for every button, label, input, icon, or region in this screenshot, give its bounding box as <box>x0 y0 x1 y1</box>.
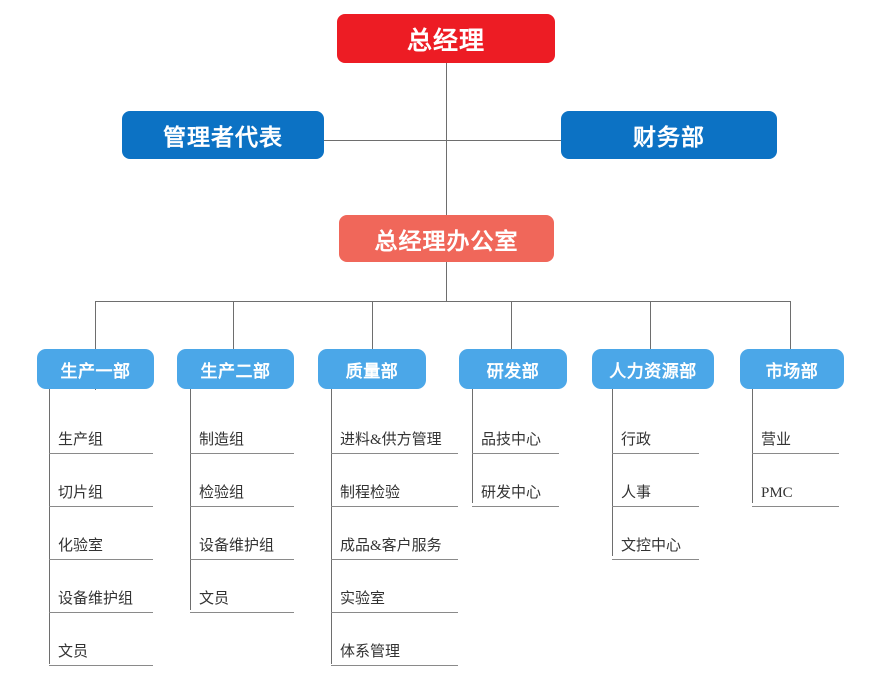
node-department-6[interactable]: 市场部 <box>740 349 844 389</box>
leaf-label: 生产组 <box>58 432 104 448</box>
node-department-4-label: 研发部 <box>486 361 540 381</box>
connector-drop-dept-5 <box>650 301 651 349</box>
leaf-dept-6-item-2[interactable]: PMC <box>752 454 839 507</box>
leaf-dept-3-item-1[interactable]: 进料&供方管理 <box>331 401 458 454</box>
leaf-label: 营业 <box>761 432 792 448</box>
node-management-representative[interactable]: 管理者代表 <box>122 111 324 159</box>
leaf-label: 人事 <box>621 485 652 501</box>
leaf-dept-3-item-2[interactable]: 制程检验 <box>331 454 458 507</box>
connector-department-bus <box>95 301 791 302</box>
leaf-label: 行政 <box>621 432 652 448</box>
leaf-label: PMC <box>761 485 793 501</box>
connector-rail-dept-4 <box>472 389 473 503</box>
connector-drop-dept-1 <box>95 301 96 349</box>
node-finance-department[interactable]: 财务部 <box>561 111 777 159</box>
leaf-label: 体系管理 <box>340 644 401 660</box>
leaf-label: 检验组 <box>199 485 245 501</box>
node-department-3-label: 质量部 <box>345 361 399 381</box>
leaf-label: 品技中心 <box>481 432 542 448</box>
connector-trunk-top <box>446 63 447 216</box>
node-department-6-label: 市场部 <box>765 361 819 381</box>
leaf-dept-3-item-5[interactable]: 体系管理 <box>331 613 458 666</box>
node-department-2[interactable]: 生产二部 <box>177 349 294 389</box>
leaf-dept-1-item-1[interactable]: 生产组 <box>49 401 153 454</box>
connector-stub-dept-1 <box>95 389 96 390</box>
node-general-manager[interactable]: 总经理 <box>337 14 555 63</box>
node-management-representative-label: 管理者代表 <box>163 124 283 150</box>
leaf-label: 进料&供方管理 <box>340 432 442 448</box>
leaf-dept-1-item-4[interactable]: 设备维护组 <box>49 560 153 613</box>
node-department-1-label: 生产一部 <box>60 361 131 381</box>
leaf-dept-3-item-4[interactable]: 实验室 <box>331 560 458 613</box>
node-department-1[interactable]: 生产一部 <box>37 349 154 389</box>
node-department-5[interactable]: 人力资源部 <box>592 349 714 389</box>
connector-drop-dept-2 <box>233 301 234 349</box>
leaf-dept-1-item-5[interactable]: 文员 <box>49 613 153 666</box>
node-gm-office-label: 总经理办公室 <box>374 227 519 254</box>
leaf-label: 制造组 <box>199 432 245 448</box>
leaf-dept-4-item-2[interactable]: 研发中心 <box>472 454 559 507</box>
connector-rail-dept-2 <box>190 389 191 610</box>
connector-rail-dept-6 <box>752 389 753 503</box>
leaf-dept-1-item-2[interactable]: 切片组 <box>49 454 153 507</box>
node-department-4[interactable]: 研发部 <box>459 349 567 389</box>
node-gm-office[interactable]: 总经理办公室 <box>339 215 554 262</box>
leaf-label: 研发中心 <box>481 485 542 501</box>
connector-rail-dept-1 <box>49 389 50 664</box>
node-general-manager-label: 总经理 <box>406 26 485 55</box>
leaf-dept-1-item-3[interactable]: 化验室 <box>49 507 153 560</box>
leaf-dept-2-item-1[interactable]: 制造组 <box>190 401 294 454</box>
leaf-label: 实验室 <box>340 591 386 607</box>
connector-drop-dept-4 <box>511 301 512 349</box>
node-department-5-label: 人力资源部 <box>609 361 697 381</box>
leaf-dept-5-item-3[interactable]: 文控中心 <box>612 507 699 560</box>
node-department-2-label: 生产二部 <box>200 361 271 381</box>
leaf-label: 设备维护组 <box>58 591 134 607</box>
connector-rail-dept-3 <box>331 389 332 664</box>
leaf-label: 文控中心 <box>621 538 682 554</box>
leaf-dept-5-item-2[interactable]: 人事 <box>612 454 699 507</box>
connector-trunk-bottom <box>446 262 447 301</box>
connector-rail-dept-5 <box>612 389 613 556</box>
leaf-label: 设备维护组 <box>199 538 275 554</box>
connector-drop-dept-3 <box>372 301 373 349</box>
leaf-dept-2-item-3[interactable]: 设备维护组 <box>190 507 294 560</box>
connector-staff-horizontal <box>323 140 563 141</box>
leaf-label: 切片组 <box>58 485 104 501</box>
leaf-dept-3-item-3[interactable]: 成品&客户服务 <box>331 507 458 560</box>
leaf-dept-4-item-1[interactable]: 品技中心 <box>472 401 559 454</box>
leaf-label: 制程检验 <box>340 485 401 501</box>
node-finance-department-label: 财务部 <box>633 124 705 150</box>
leaf-dept-2-item-2[interactable]: 检验组 <box>190 454 294 507</box>
leaf-label: 成品&客户服务 <box>340 538 442 554</box>
leaf-label: 化验室 <box>58 538 104 554</box>
leaf-dept-2-item-4[interactable]: 文员 <box>190 560 294 613</box>
leaf-label: 文员 <box>58 644 89 660</box>
connector-drop-dept-6 <box>790 301 791 349</box>
leaf-label: 文员 <box>199 591 230 607</box>
leaf-dept-6-item-1[interactable]: 营业 <box>752 401 839 454</box>
node-department-3[interactable]: 质量部 <box>318 349 426 389</box>
leaf-dept-5-item-1[interactable]: 行政 <box>612 401 699 454</box>
